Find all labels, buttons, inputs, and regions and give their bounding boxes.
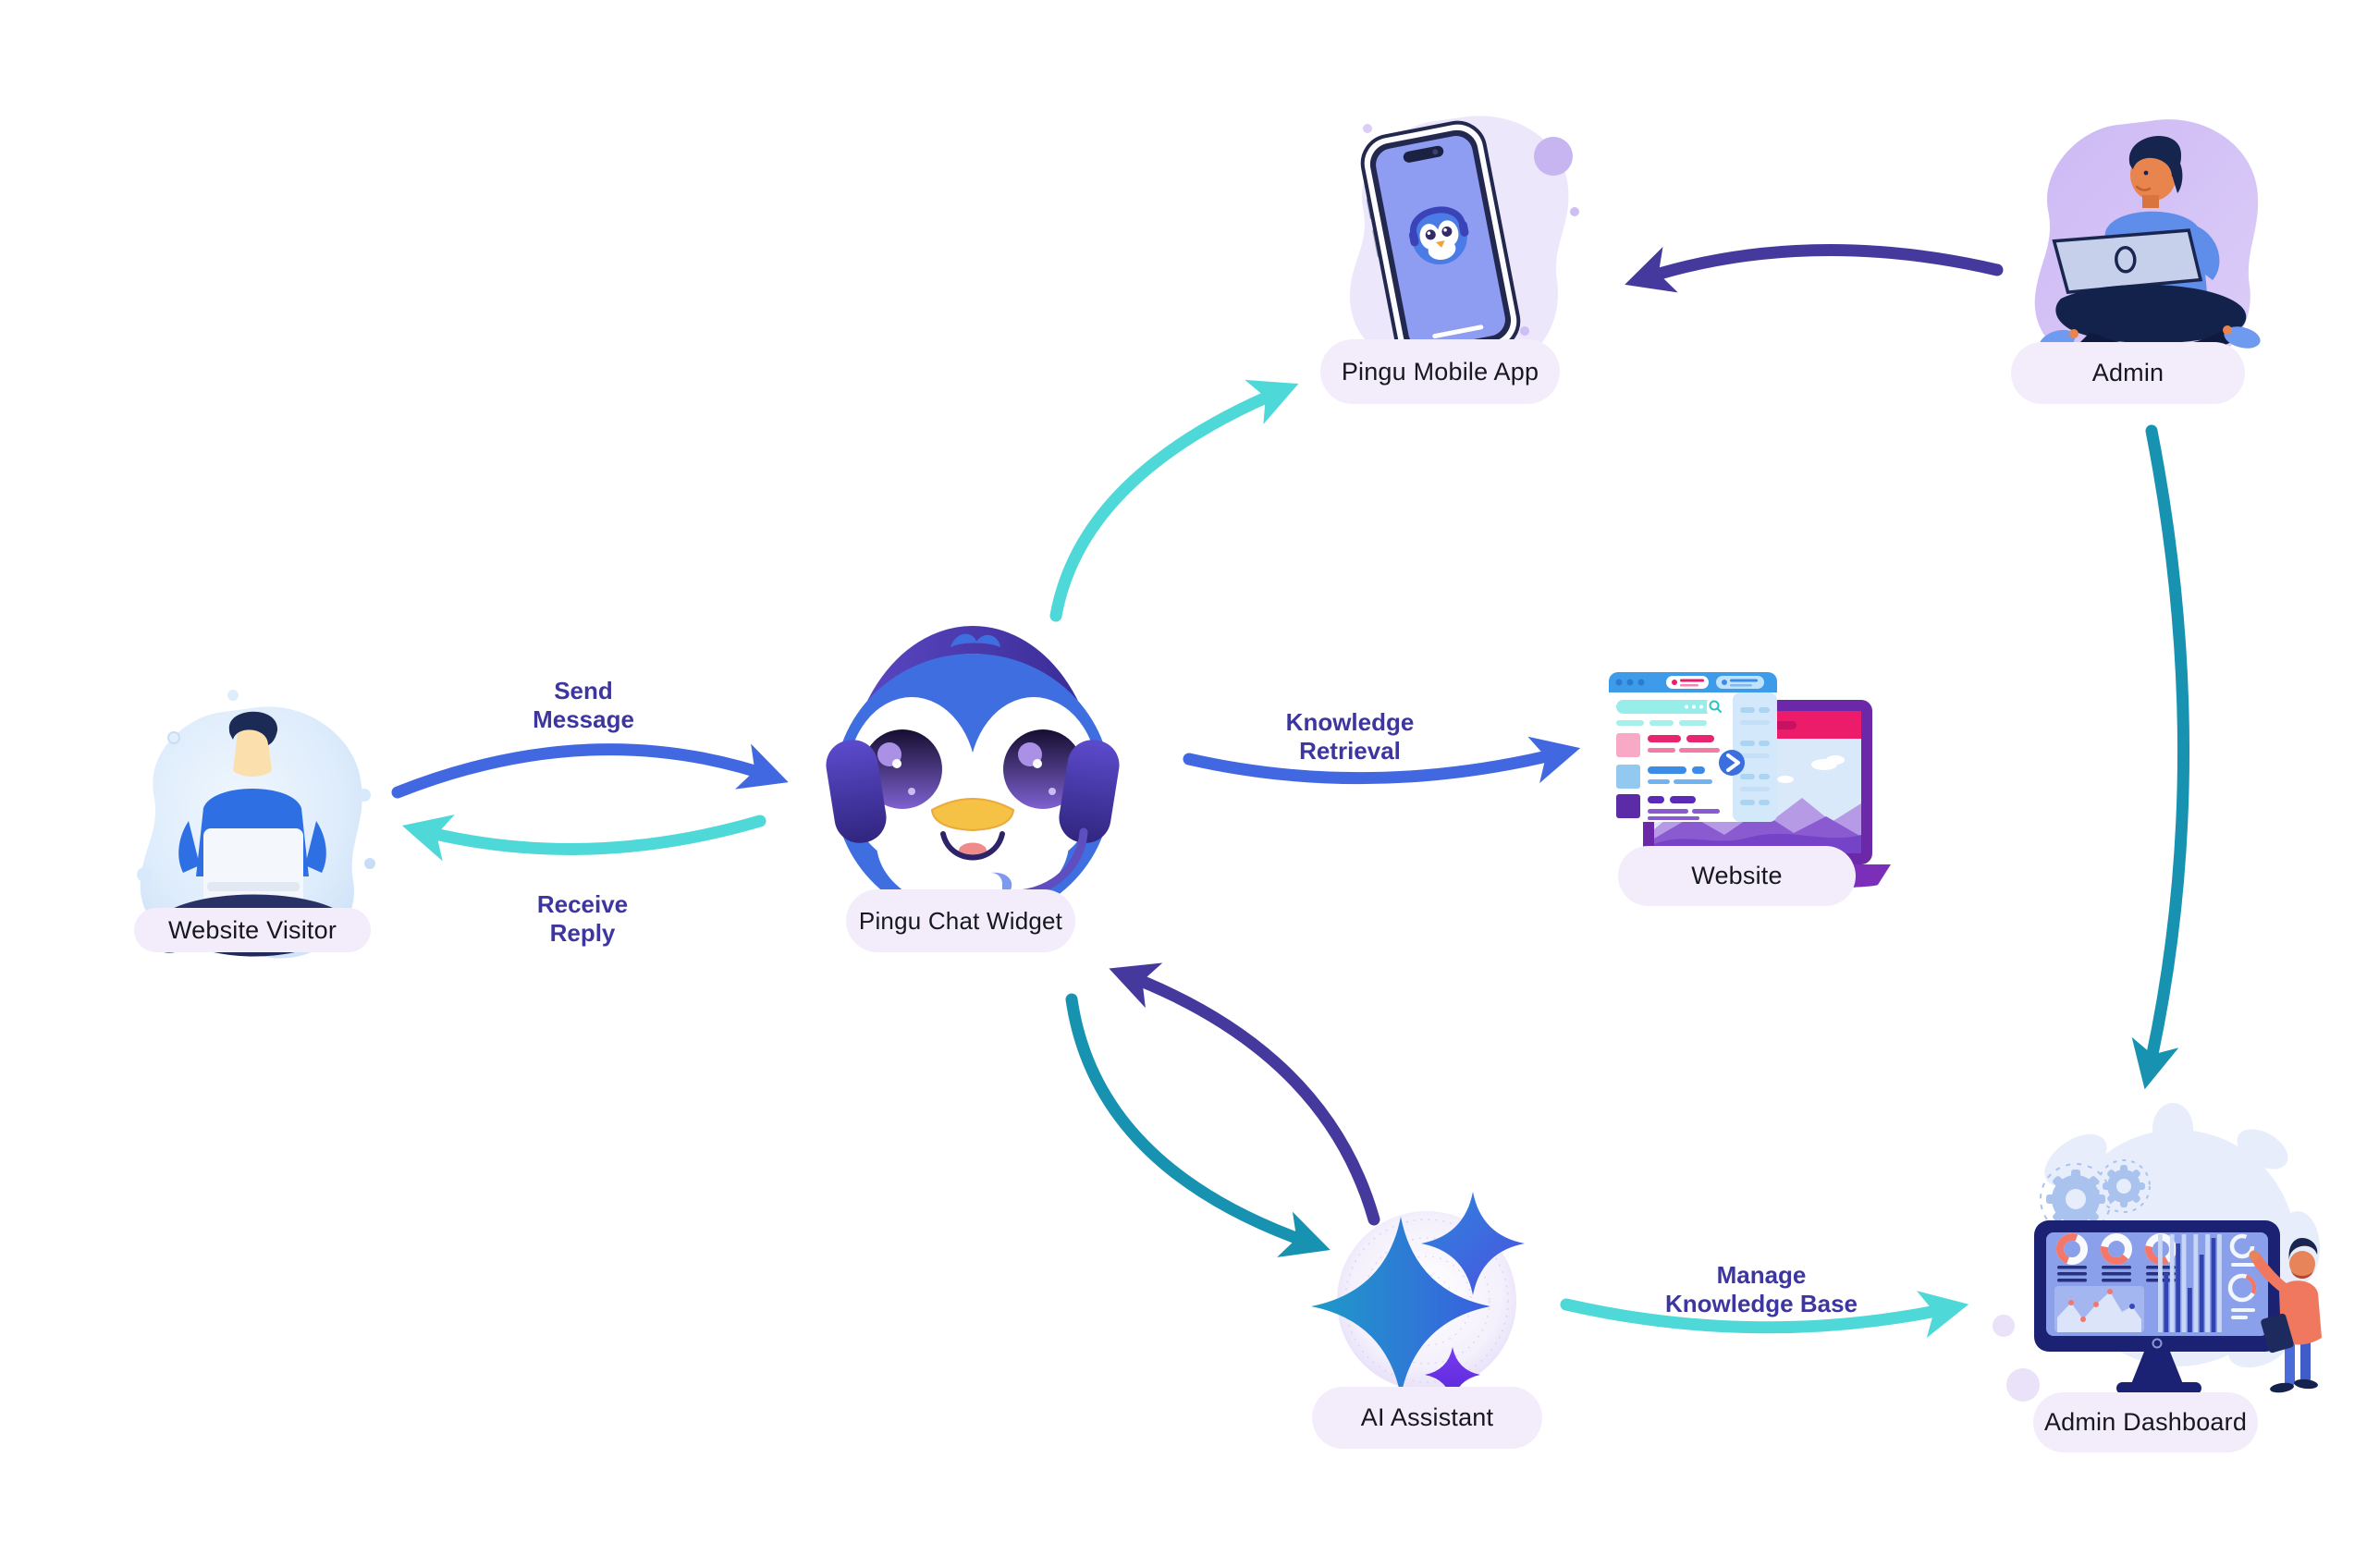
node-ai-assistant: AI Assistant [1306, 1186, 1547, 1449]
pingu-mobile-app-illustration [1349, 116, 1579, 370]
edge-label-receive-reply: Receive Reply [537, 890, 628, 948]
penguin-beak [930, 798, 1015, 861]
node-label-website-visitor: Website Visitor [134, 908, 371, 952]
ai-assistant-illustration [1311, 1192, 1525, 1403]
smartphone-icon [1360, 120, 1521, 364]
penguin-eyes [863, 729, 1083, 809]
node-label-pingu-mobile-app: Pingu Mobile App [1320, 339, 1560, 404]
node-label-text: Admin Dashboard [2043, 1408, 2248, 1436]
edge-label-knowledge-retrieval: Knowledge Retrieval [1286, 708, 1415, 766]
gear-icon [2097, 1159, 2151, 1213]
node-label-text: Admin [2091, 359, 2164, 386]
edge-label-line: Knowledge [1285, 708, 1415, 736]
browser-window [1609, 672, 1777, 822]
node-label-text: Website [1691, 862, 1783, 889]
admin-dashboard-illustration [1993, 1103, 2322, 1402]
node-website-visitor: Website Visitor [122, 682, 390, 987]
dashboard-person [2249, 1238, 2322, 1393]
website-illustration [1609, 672, 1891, 889]
edge-label-line: Receive [536, 890, 629, 918]
sparkle-stars-icon [1311, 1192, 1525, 1403]
edge-label-manage-knowledge-base: Manage Knowledge Base [1665, 1261, 1858, 1318]
area-chart [2054, 1286, 2144, 1332]
headphone-ear-cups [826, 740, 1120, 843]
pingu-chat-widget-illustration [826, 626, 1120, 924]
node-label-text: Pingu Mobile App [1341, 357, 1539, 386]
edge-label-line: Knowledge Base [1664, 1290, 1858, 1317]
arrow-send-message [391, 743, 789, 799]
monitor-stand [2116, 1352, 2201, 1394]
edge-label-line: Manage [1716, 1261, 1807, 1289]
arrow-ai-to-widget [1109, 962, 1380, 1226]
node-pingu-chat-widget: Pingu Chat Widget [806, 599, 1139, 952]
node-label-ai-assistant: AI Assistant [1312, 1387, 1542, 1449]
gauge-widgets [2227, 1233, 2257, 1319]
edge-label-line: Reply [549, 919, 616, 947]
arrow-receive-reply [401, 815, 766, 862]
bar-chart [2158, 1234, 2222, 1332]
monitor [2034, 1220, 2280, 1352]
admin-illustration [2034, 119, 2261, 371]
edge-label-line: Message [533, 705, 634, 733]
arrow-admin-to-dashboard [2131, 424, 2190, 1090]
search-icon [1707, 699, 1725, 715]
node-label-website: Website [1618, 846, 1856, 906]
edge-label-send-message: Send Message [533, 677, 634, 734]
arrow-admin-to-mobile-app [1625, 243, 2004, 293]
node-label-text: Website Visitor [167, 915, 337, 944]
mini-penguin-logo [1408, 206, 1469, 265]
arrow-widget-to-mobile-app [1049, 379, 1299, 622]
edge-label-line: Send [554, 677, 613, 704]
stat-text-lines [2057, 1266, 2176, 1282]
node-label-pingu-chat-widget: Pingu Chat Widget [846, 889, 1075, 952]
node-label-text: AI Assistant [1360, 1403, 1494, 1431]
node-pingu-mobile-app: Pingu Mobile App [1320, 88, 1637, 411]
node-website: Website [1604, 652, 1909, 906]
edge-label-line: Retrieval [1299, 737, 1401, 765]
arrow-manage-knowledge-base [1560, 1291, 1969, 1339]
node-admin-dashboard: Admin Dashboard [1993, 1096, 2327, 1452]
node-label-admin: Admin [2011, 342, 2245, 404]
node-admin: Admin [2002, 97, 2298, 411]
arrow-widget-to-ai [1065, 993, 1331, 1257]
chevron-right-icon [1719, 750, 1745, 776]
arrow-knowledge-retrieval [1183, 736, 1581, 785]
node-label-admin-dashboard: Admin Dashboard [2033, 1392, 2258, 1452]
node-label-text: Pingu Chat Widget [858, 906, 1063, 935]
